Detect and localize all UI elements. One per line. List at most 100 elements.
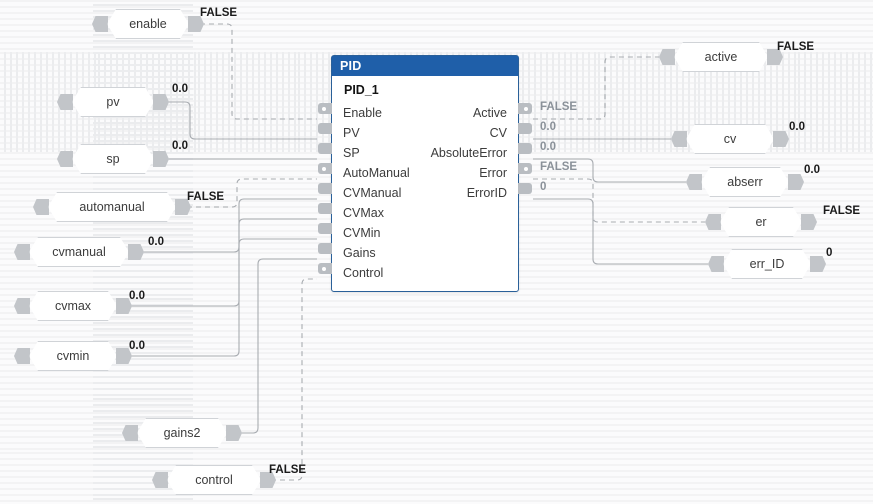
input-label-cvmanual: CVManual — [343, 186, 402, 200]
variable-cap-left — [659, 49, 675, 65]
pin-row-pv-cv: PV CV — [318, 123, 532, 143]
output-pin-error[interactable] — [518, 163, 532, 174]
variable-label-er: er — [720, 207, 802, 237]
input-pin-cvmax[interactable] — [318, 203, 332, 214]
output-pin-cv[interactable] — [518, 123, 532, 134]
variable-cap-left — [33, 199, 49, 215]
wire-automanual — [178, 178, 317, 208]
input-label-enable: Enable — [343, 106, 382, 120]
variable-node-err-id[interactable]: err_ID — [708, 249, 826, 279]
value-label-abserr-var: 0.0 — [804, 164, 820, 176]
input-pin-gains[interactable] — [318, 243, 332, 254]
output-label-active: Active — [472, 106, 507, 120]
wire-pv — [156, 101, 317, 140]
variable-label-enable: enable — [107, 9, 189, 39]
pin-row-control: Control — [318, 263, 518, 283]
variable-node-abserr[interactable]: abserr — [686, 167, 804, 197]
variable-cap-right — [153, 151, 169, 167]
value-label-sp: 0.0 — [172, 140, 188, 152]
variable-node-gains2[interactable]: gains2 — [122, 418, 242, 448]
function-block-instance-label: PID_1 — [344, 83, 379, 97]
input-label-automanual: AutoManual — [343, 166, 410, 180]
variable-cap-left — [686, 174, 702, 190]
variable-cap-right — [767, 49, 783, 65]
output-label-cv: CV — [489, 126, 507, 140]
input-pin-cvmanual[interactable] — [318, 183, 332, 194]
function-block-pin-rows: Enable Active PV CV SP AbsoluteError Aut… — [318, 103, 532, 283]
wire-control — [262, 278, 317, 481]
variable-node-cvmanual[interactable]: cvmanual — [14, 237, 144, 267]
variable-node-active[interactable]: active — [659, 42, 783, 72]
variable-cap-right — [188, 16, 204, 32]
output-label-error: Error — [479, 166, 507, 180]
output-label-absoluteerror: AbsoluteError — [430, 146, 507, 160]
variable-cap-right — [175, 199, 191, 215]
value-label-block-error: FALSE — [540, 161, 578, 173]
variable-label-cvmin: cvmin — [29, 341, 117, 371]
variable-label-cvmanual: cvmanual — [29, 237, 129, 267]
variable-node-cvmax[interactable]: cvmax — [14, 291, 132, 321]
variable-cap-left — [92, 16, 108, 32]
output-pin-absoluteerror[interactable] — [518, 143, 532, 154]
variable-label-sp: sp — [72, 144, 154, 174]
pin-row-cvmin: CVMin — [318, 223, 518, 243]
input-label-sp: SP — [343, 146, 360, 160]
variable-cap-left — [671, 131, 687, 147]
pin-row-sp-absoluteerror: SP AbsoluteError — [318, 143, 532, 163]
wire-cvmin — [118, 238, 317, 357]
input-label-pv: PV — [343, 126, 360, 140]
input-pin-cvmin[interactable] — [318, 223, 332, 234]
wire-cvmax — [118, 218, 317, 307]
value-label-cvmin: 0.0 — [129, 340, 145, 352]
variable-cap-left — [708, 256, 724, 272]
variable-node-control[interactable]: control — [152, 465, 276, 495]
variable-node-pv[interactable]: pv — [57, 87, 169, 117]
input-pin-control[interactable] — [318, 263, 332, 274]
input-pin-enable[interactable] — [318, 103, 332, 114]
variable-label-active: active — [674, 42, 768, 72]
value-label-cvmanual: 0.0 — [148, 236, 164, 248]
variable-cap-right — [116, 348, 132, 364]
value-label-block-cv: 0.0 — [540, 121, 556, 133]
input-pin-pv[interactable] — [318, 123, 332, 134]
output-label-errorid: ErrorID — [466, 186, 507, 200]
value-label-errid-var: 0 — [826, 247, 833, 259]
output-pin-errorid[interactable] — [518, 183, 532, 194]
variable-cap-right — [116, 298, 132, 314]
variable-node-cvmin[interactable]: cvmin — [14, 341, 132, 371]
value-label-pv: 0.0 — [172, 83, 188, 95]
variable-node-cv[interactable]: cv — [671, 124, 789, 154]
variable-label-abserr: abserr — [701, 167, 789, 197]
wire-active — [533, 56, 659, 120]
variable-label-cvmax: cvmax — [29, 291, 117, 321]
variable-node-er[interactable]: er — [705, 207, 817, 237]
variable-cap-right — [153, 94, 169, 110]
input-pin-automanual[interactable] — [318, 163, 332, 174]
variable-cap-right — [801, 214, 817, 230]
input-label-control: Control — [343, 266, 384, 280]
pin-row-cvmanual-errorid: CVManual ErrorID — [318, 183, 532, 203]
variable-cap-left — [57, 94, 73, 110]
pin-row-gains: Gains — [318, 243, 518, 263]
function-block-pid[interactable]: PID PID_1 Enable Active PV CV SP Absolut… — [318, 55, 532, 292]
variable-cap-right — [128, 244, 144, 260]
pin-row-automanual-error: AutoManual Error — [318, 163, 532, 183]
wire-errid — [533, 198, 708, 265]
output-pin-active[interactable] — [518, 103, 532, 114]
value-label-cvmax: 0.0 — [129, 290, 145, 302]
value-label-er-var: FALSE — [823, 205, 861, 217]
value-label-block-errorid: 0 — [540, 181, 547, 193]
variable-cap-right — [260, 472, 276, 488]
variable-cap-left — [57, 151, 73, 167]
input-label-cvmin: CVMin — [343, 226, 381, 240]
wire-gains2 — [228, 258, 317, 434]
variable-cap-left — [14, 348, 30, 364]
variable-node-automanual[interactable]: automanual — [33, 192, 191, 222]
variable-cap-left — [122, 425, 138, 441]
input-pin-sp[interactable] — [318, 143, 332, 154]
variable-cap-right — [773, 131, 789, 147]
variable-node-sp[interactable]: sp — [57, 144, 169, 174]
variable-cap-right — [788, 174, 804, 190]
variable-node-enable[interactable]: enable — [92, 9, 204, 39]
